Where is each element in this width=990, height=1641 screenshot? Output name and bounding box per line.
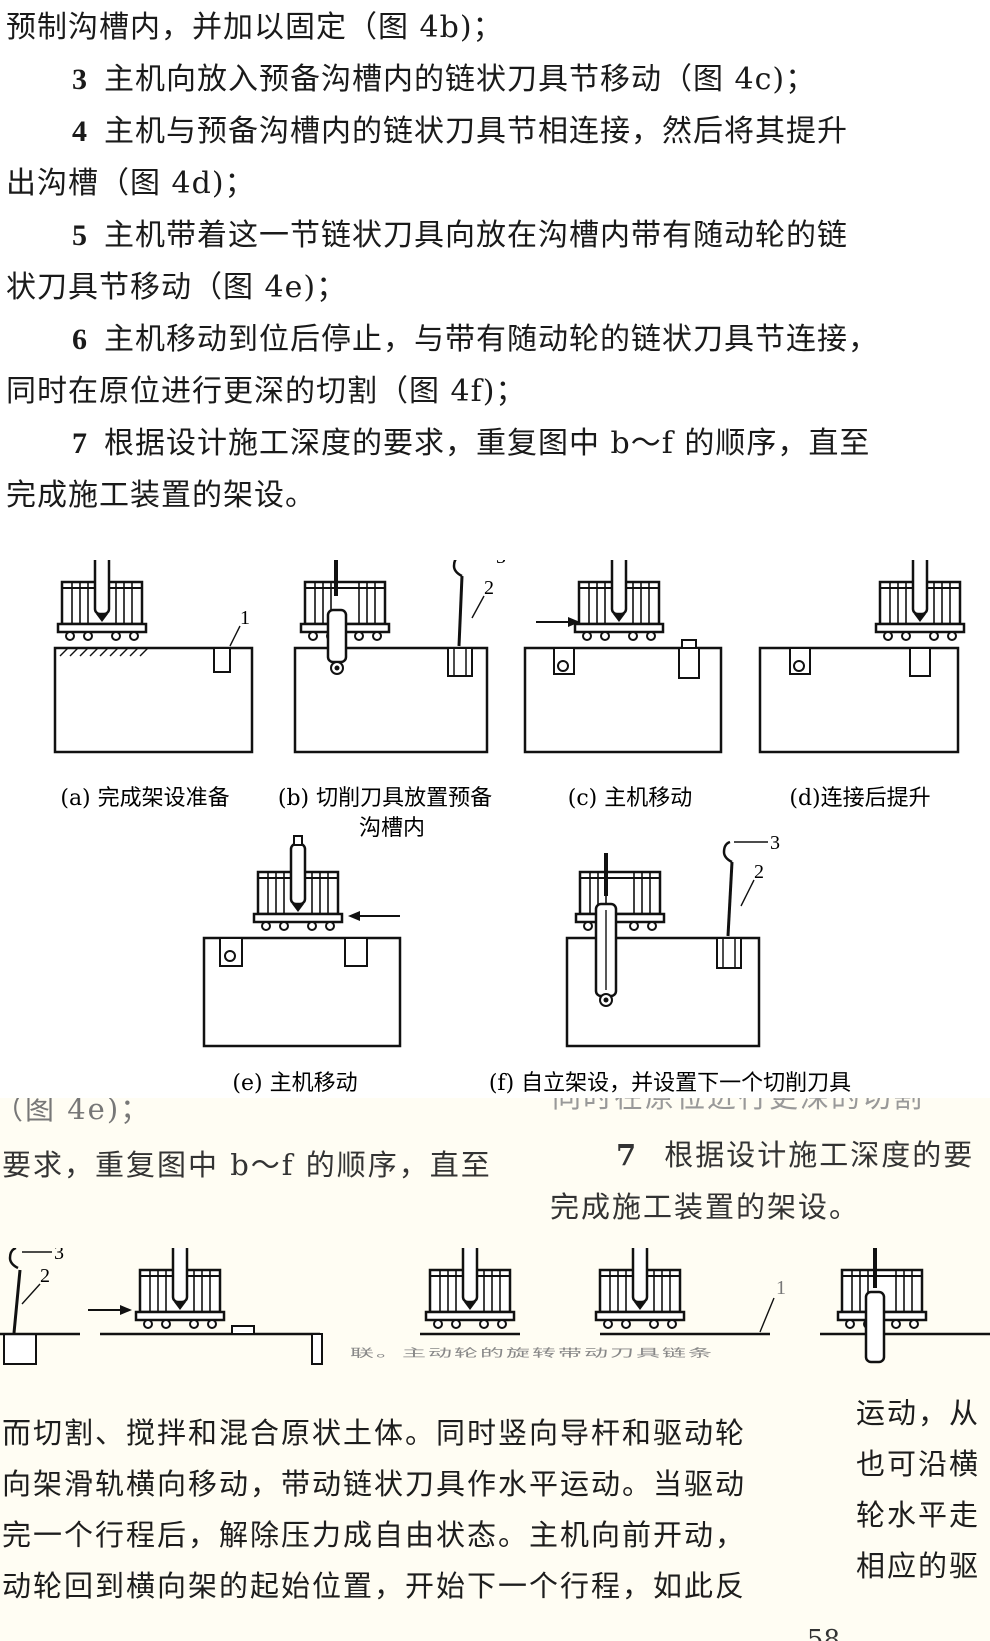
- caption-d: (d)连接后提升: [789, 786, 930, 811]
- panel-d: [758, 560, 966, 754]
- text-line-1: 预制沟槽内，并加以固定（图 4b)；: [6, 10, 504, 45]
- label-3: 3: [496, 560, 506, 568]
- fragment-left-line: 要求，重复图中 b～f 的顺序，直至: [2, 1148, 492, 1182]
- label-2: 2: [484, 577, 494, 599]
- fragment-body-text: 而切割、搅拌和混合原状土体。同时竖向导杆和驱动轮 向架滑轨横向移动，带动链状刀具…: [2, 1416, 747, 1603]
- caption-b-line1: (b) 切削刀具放置预备: [278, 786, 492, 811]
- caption-b-line2: 沟槽内: [359, 816, 425, 841]
- caption-a: (a) 完成架设准备: [60, 786, 229, 811]
- fragment-right-line2: 完成施工装置的架设。: [550, 1190, 861, 1224]
- panel-b: 3 2: [293, 560, 506, 754]
- caption-c: (c) 主机移动: [568, 786, 692, 811]
- fragment-top-left: （图 4e)；: [0, 1098, 152, 1126]
- fragment-top-right: 同时在原位进行更深的切割: [552, 1098, 924, 1116]
- fragment-garbled-line: 联。主动轮的旋转带动刀具链条: [350, 1346, 714, 1360]
- panel-e: [202, 834, 402, 1048]
- item-number: 7: [72, 427, 88, 460]
- caption-f: (f) 自立架设，并设置下一个切削刀具: [489, 1071, 851, 1096]
- label-1: 1: [240, 607, 250, 629]
- panel-f: 3 2: [565, 832, 780, 1048]
- item-number: 4: [72, 115, 88, 148]
- item-number: 5: [72, 219, 88, 252]
- svg-text:2: 2: [40, 1265, 50, 1287]
- panel-a: 1: [53, 560, 254, 754]
- repeated-figure-strip: 3 2 1: [0, 1248, 990, 1365]
- page-number: 58: [806, 1625, 840, 1641]
- label-2-f: 2: [754, 861, 764, 883]
- fragment-side-text: 运动，从 也可沿横 轮水平走 相应的驱: [856, 1396, 981, 1583]
- panel-c: [523, 560, 723, 754]
- svg-text:3: 3: [54, 1248, 64, 1264]
- caption-e: (e) 主机移动: [232, 1071, 357, 1096]
- overlay-fragment: （图 4e)； 同时在原位进行更深的切割 要求，重复图中 b～f 的顺序，直至 …: [0, 1098, 990, 1641]
- item-number: 3: [72, 63, 88, 96]
- item-number: 6: [72, 323, 88, 356]
- svg-text:1: 1: [776, 1277, 786, 1299]
- construction-sequence-figure: 1 3 2 (a) 完成架: [53, 560, 966, 1096]
- label-3-f: 3: [770, 832, 780, 854]
